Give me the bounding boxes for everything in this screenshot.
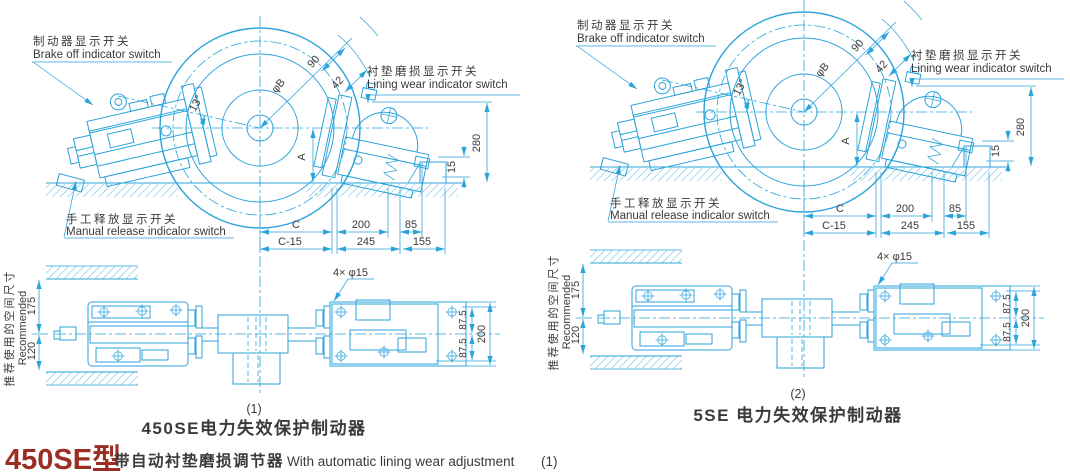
dim-gap-175: 175 xyxy=(570,281,582,299)
dim-angle-13: 13° xyxy=(731,77,749,97)
dim-gap-120: 120 xyxy=(26,342,38,360)
dim-radial-90: 90 xyxy=(849,37,866,54)
dim-span-C: C xyxy=(836,203,844,215)
dim-half-87a: 87.5 xyxy=(1002,294,1013,314)
footer-title: 450SE型 带自动衬垫磨损调节器 With automatic lining … xyxy=(5,443,558,474)
dim-offset-15: 15 xyxy=(990,145,1002,157)
dim-span-200: 200 xyxy=(352,219,370,231)
dim-bore-phiB: φB xyxy=(269,77,288,96)
dim-span-245: 245 xyxy=(901,220,919,232)
dim-height-280: 280 xyxy=(471,134,483,152)
dim-span-200: 200 xyxy=(896,203,914,215)
lining-wear-callout-en: Lining wear indicator switch xyxy=(367,79,508,91)
footer-subtitle-ref: (1) xyxy=(541,454,558,469)
bolt-holes-label: 4× φ15 xyxy=(877,251,912,263)
dim-half-87b: 87.5 xyxy=(458,338,469,358)
manual-release-callout-en: Manual release indicalor switch xyxy=(66,226,226,238)
manual-release-callout-zh: 手工释放显示开关 xyxy=(610,196,722,210)
dim-width-200: 200 xyxy=(476,325,488,343)
manual-release-callout-zh: 手工释放显示开关 xyxy=(66,212,178,226)
brake-off-callout-en: Brake off indicator switch xyxy=(577,33,705,45)
dim-span-155: 155 xyxy=(957,220,975,232)
dim-half-87a: 87.5 xyxy=(458,310,469,330)
dim-span-C15: C-15 xyxy=(822,220,846,232)
lining-wear-callout-en: Lining wear indicator switch xyxy=(911,63,1052,75)
dim-radial-42: 42 xyxy=(873,58,890,75)
dim-span-245: 245 xyxy=(357,236,375,248)
figure2-caption: 5SE 电力失效保护制动器 xyxy=(693,405,902,425)
brake-off-callout-zh: 制动器显示开关 xyxy=(33,34,131,48)
dim-span-85: 85 xyxy=(405,219,417,231)
dim-height-280: 280 xyxy=(1015,118,1027,136)
dim-width-200: 200 xyxy=(1020,309,1032,327)
dim-span-85: 85 xyxy=(949,203,961,215)
manual-release-callout-en: Manual release indicalor switch xyxy=(610,210,770,222)
lining-wear-callout-zh: 衬垫磨损显示开关 xyxy=(367,64,479,78)
figure2-index: (2) xyxy=(790,387,805,401)
footer-subtitle-zh: 带自动衬垫磨损调节器 xyxy=(114,451,284,470)
dim-gap-175: 175 xyxy=(26,297,38,315)
model-name: 450SE型 xyxy=(5,443,121,474)
dim-gap-120: 120 xyxy=(570,326,582,344)
recommended-space-en: Recommended xyxy=(561,275,573,350)
dim-span-C: C xyxy=(292,219,300,231)
figure1-index: (1) xyxy=(246,402,261,416)
brake-off-callout-zh: 制动器显示开关 xyxy=(577,18,675,32)
figure1-caption: 450SE电力失效保护制动器 xyxy=(141,418,366,438)
dim-angle-13: 13° xyxy=(187,93,205,113)
recommended-space-zh: 推荐使用的空间尺寸 xyxy=(546,254,560,371)
dim-radial-42: 42 xyxy=(329,74,346,91)
recommended-space-zh: 推荐使用的空间尺寸 xyxy=(2,270,16,387)
dim-radial-90: 90 xyxy=(305,53,322,70)
dim-bore-phiB: φB xyxy=(813,61,832,80)
dim-height-A: A xyxy=(296,153,308,161)
plan-view-drawing xyxy=(32,266,500,385)
dim-span-155: 155 xyxy=(413,236,431,248)
footer-subtitle-en: With automatic lining wear adjustment xyxy=(287,454,515,469)
bolt-holes-label: 4× φ15 xyxy=(333,267,368,279)
brake-off-callout-en: Brake off indicator switch xyxy=(33,49,161,61)
plan-view-drawing xyxy=(576,250,1044,369)
dim-offset-15: 15 xyxy=(446,161,458,173)
recommended-space-en: Recommended xyxy=(17,291,29,366)
lining-wear-callout-zh: 衬垫磨损显示开关 xyxy=(911,48,1023,62)
dim-height-A: A xyxy=(840,137,852,145)
dim-span-C15: C-15 xyxy=(278,236,302,248)
figure-5se: 制动器显示开关 Brake off indicator switch 衬垫磨损显… xyxy=(546,0,1064,425)
dim-half-87b: 87.5 xyxy=(1002,322,1013,342)
figure-450se: 制动器显示开关 Brake off indicator switch 衬垫磨损显… xyxy=(2,16,520,438)
